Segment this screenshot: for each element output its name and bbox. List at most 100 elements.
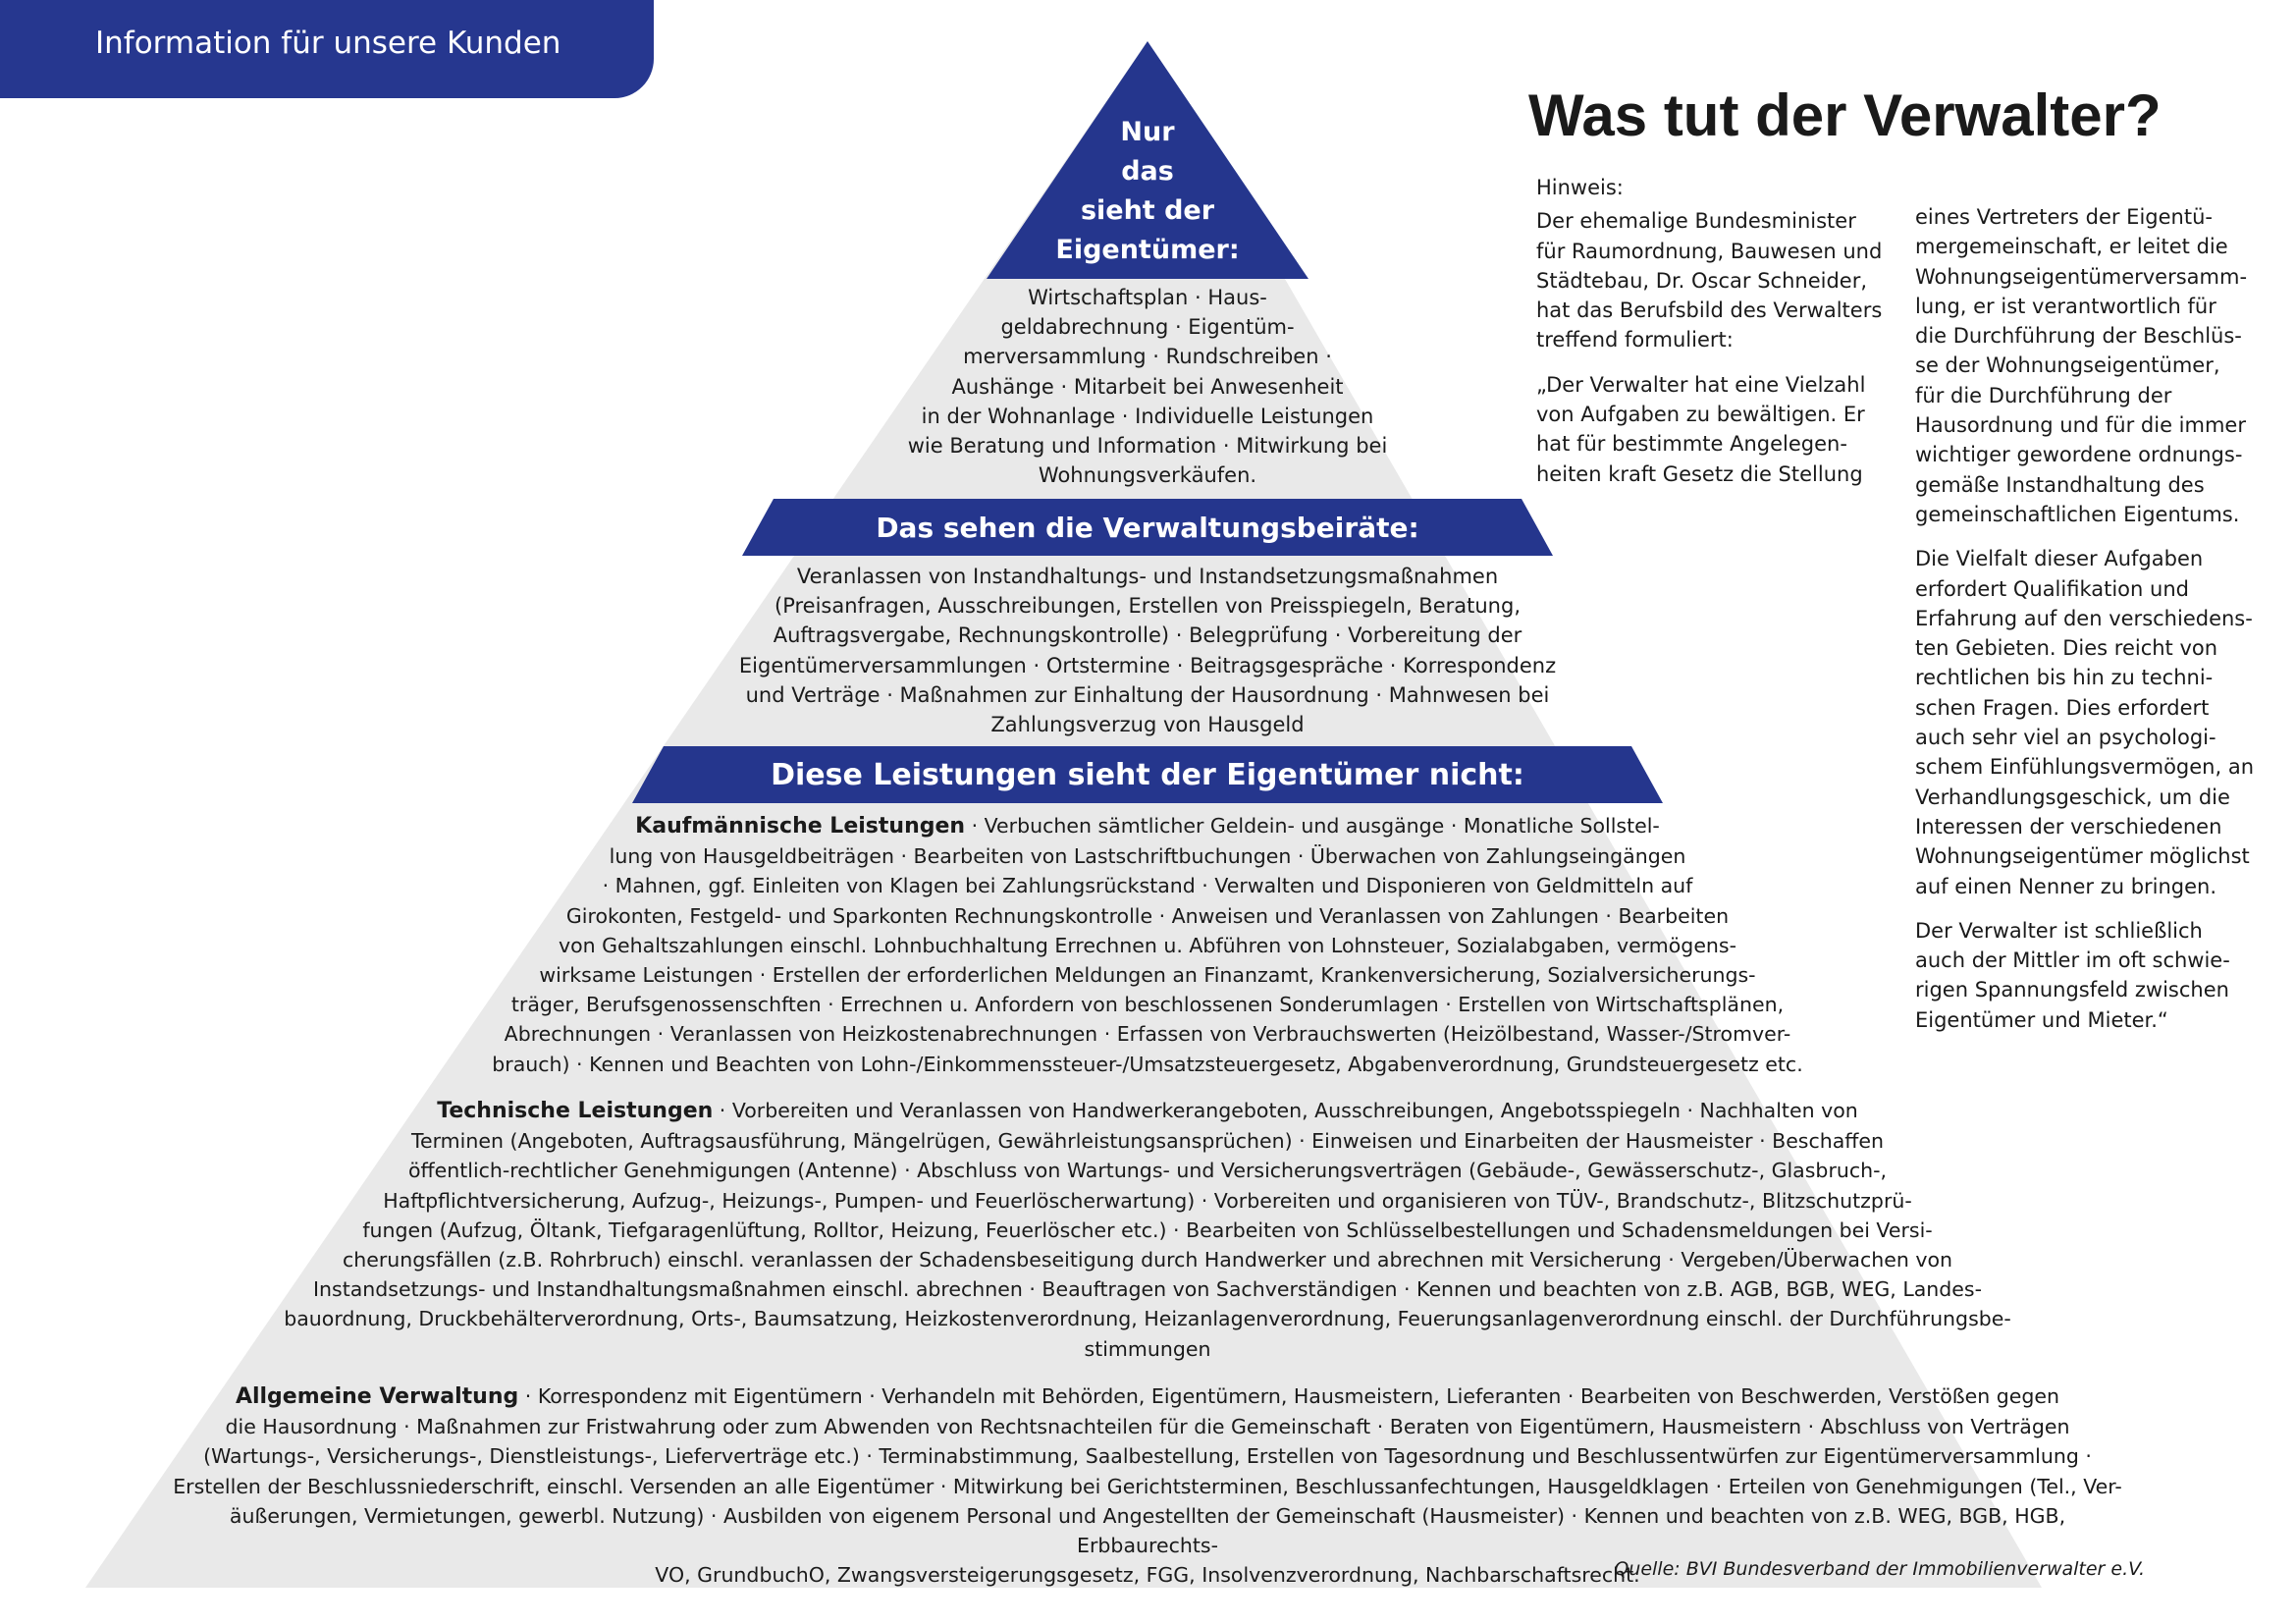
text-line: hat das Berufsbild des Verwalters xyxy=(1536,298,1883,323)
tier2-line: Auftragsvergabe, Rechnungskontrolle) · B… xyxy=(773,623,1522,648)
techn-first-line: Technische Leistungen · Vorbereiten und … xyxy=(264,1096,2031,1126)
techn-line: cherungsfällen (z.B. Rohrbruch) einschl.… xyxy=(342,1248,1953,1272)
article-paragraph: eines Vertreters der Eigentü- mergemeins… xyxy=(1915,202,2288,529)
header-label: Information für unsere Kunden xyxy=(95,26,561,61)
techn-heading: Technische Leistungen xyxy=(437,1099,714,1123)
text-line: „Der Verwalter hat eine Vielzahl xyxy=(1536,372,1866,397)
techn-line: Haftpflichtversicherung, Aufzug-, Heizun… xyxy=(383,1188,1912,1213)
kaufm-line: Abrechnungen · Veranlassen von Heizkoste… xyxy=(504,1022,1791,1047)
techn-section: Technische Leistungen · Vorbereiten und … xyxy=(264,1096,2031,1364)
text-line: heiten kraft Gesetz die Stellung xyxy=(1536,461,1863,486)
text-line: schem Einfühlungsvermögen, an xyxy=(1915,755,2255,780)
band3-label: Diese Leistungen sieht der Eigentümer ni… xyxy=(771,758,1524,792)
kaufm-heading: Kaufmännische Leistungen xyxy=(635,814,966,839)
text-line: ten Gebieten. Dies reicht von xyxy=(1915,636,2218,661)
tier1-line: geldabrechnung · Eigentüm- xyxy=(1000,315,1295,340)
text-line: lung, er ist verantwortlich für xyxy=(1915,294,2216,318)
text-line: eines Vertreters der Eigentü- xyxy=(1915,205,2213,229)
allg-first-line: Allgemeine Verwaltung · Korrespondenz mi… xyxy=(166,1381,2129,1412)
kaufm-section: Kaufmännische Leistungen · Verbuchen säm… xyxy=(411,811,1884,1079)
tier1-line: merversammlung · Rundschreiben · xyxy=(963,345,1332,369)
tier2-line: Eigentümerversammlungen · Ortstermine · … xyxy=(738,653,1557,677)
article-paragraph: Der ehemalige Bundesminister für Raumord… xyxy=(1536,206,1899,354)
tier2-line: und Verträge · Maßnahmen zur Einhaltung … xyxy=(745,682,1550,707)
text-line: Die Vielfalt dieser Aufgaben xyxy=(1915,547,2204,571)
allg-line: VO, GrundbuchO, Zwangsversteigerungsgese… xyxy=(655,1563,1640,1588)
techn-line: Terminen (Angeboten, Auftragsausführung,… xyxy=(410,1129,1885,1154)
text-line: rigen Spannungsfeld zwischen xyxy=(1915,978,2229,1002)
text-line: Wohnungseigentümer möglichst xyxy=(1915,844,2250,869)
text-line: gemäße Instandhaltung des xyxy=(1915,472,2205,497)
article-paragraph: Die Vielfalt dieser Aufgaben erfordert Q… xyxy=(1915,544,2288,901)
techn-line: fungen (Aufzug, Öltank, Tiefgaragenlüftu… xyxy=(362,1218,1933,1242)
text-line: wichtiger gewordene ordnungs- xyxy=(1915,443,2243,467)
kaufm-line: träger, Berufsgenossenschften · Errechne… xyxy=(510,993,1785,1017)
allg-first-text: · Korrespondenz mit Eigentümern · Verhan… xyxy=(518,1384,2060,1408)
text-line: Interessen der verschiedenen xyxy=(1915,814,2222,839)
tier1-text: Wirtschaftsplan · Haus- geldabrechnung ·… xyxy=(853,283,1442,490)
apex-line: das xyxy=(1121,156,1174,187)
text-line: auch sehr viel an psychologi- xyxy=(1915,726,2216,750)
kaufm-line: · Mahnen, ggf. Einleiten von Klagen bei … xyxy=(602,874,1693,898)
article-paragraph: Hinweis: xyxy=(1536,173,1899,202)
apex-line: Eigentümer: xyxy=(1055,235,1240,265)
allg-line: die Hausordnung · Maßnahmen zur Fristwah… xyxy=(225,1415,2070,1439)
kaufm-line: von Gehaltszahlungen einschl. Lohnbuchha… xyxy=(558,933,1737,957)
pyramid-apex xyxy=(987,41,1308,279)
band-verwaltungsbeiraete xyxy=(742,499,1553,556)
text-line: Städtebau, Dr. Oscar Schneider, xyxy=(1536,268,1868,293)
text-line: treffend formuliert: xyxy=(1536,328,1734,352)
tier1-line: Wirtschaftsplan · Haus- xyxy=(1028,286,1267,309)
article-paragraph: Der Verwalter ist schließlich auch der M… xyxy=(1915,916,2288,1035)
text-line: erfordert Qualifikation und xyxy=(1915,576,2189,601)
text-line: die Durchführung der Beschlüs- xyxy=(1915,324,2242,349)
text-line: Der Verwalter ist schließlich xyxy=(1915,918,2203,943)
text-line: Hausordnung und für die immer xyxy=(1915,413,2246,438)
text-line: Wohnungseigentümerversamm- xyxy=(1915,264,2248,289)
kaufm-line: lung von Hausgeldbeiträgen · Bearbeiten … xyxy=(609,844,1686,869)
kaufm-first-text: · Verbuchen sämtlicher Geldein- und ausg… xyxy=(965,814,1660,838)
text-line: Eigentümer und Mieter.“ xyxy=(1915,1007,2168,1032)
text-line: für die Durchführung der xyxy=(1915,383,2172,407)
kaufm-first-line: Kaufmännische Leistungen · Verbuchen säm… xyxy=(411,811,1884,841)
apex-line: sieht der xyxy=(1080,195,1215,226)
text-line: schen Fragen. Dies erfordert xyxy=(1915,695,2210,720)
allg-heading: Allgemeine Verwaltung xyxy=(235,1384,519,1409)
tier2-line: Veranlassen von Instandhaltungs- und Ins… xyxy=(796,565,1499,588)
techn-line: öffentlich-rechtlicher Genehmigungen (An… xyxy=(407,1159,1888,1183)
techn-first-text: · Vorbereiten und Veranlassen von Handwe… xyxy=(713,1099,1858,1122)
page-title: Was tut der Verwalter? xyxy=(1528,82,2162,148)
apex-text: Nur das sieht der Eigentümer: xyxy=(1010,113,1285,270)
tier1-line: wie Beratung und Information · Mitwirkun… xyxy=(907,434,1388,459)
techn-line: Instandsetzungs- und Instandhaltungsmaßn… xyxy=(312,1277,1982,1302)
apex-line: Nur xyxy=(1120,117,1175,147)
text-line: se der Wohnungseigentümer, xyxy=(1915,353,2220,378)
tier1-line: in der Wohnanlage · Individuelle Leistun… xyxy=(921,404,1374,428)
text-line: Verhandlungsgeschick, um die xyxy=(1915,785,2230,809)
article-paragraph: „Der Verwalter hat eine Vielzahl von Auf… xyxy=(1536,370,1899,489)
text-line: hat für bestimmte Angelegen- xyxy=(1536,432,1847,457)
band2-label: Das sehen die Verwaltungsbeiräte: xyxy=(876,512,1419,544)
source-citation: Quelle: BVI Bundesverband der Immobilien… xyxy=(1614,1558,2145,1580)
text-line: für Raumordnung, Bauwesen und xyxy=(1536,239,1883,263)
band-eigentuemer-nicht xyxy=(632,746,1663,803)
techn-line: bauordnung, Druckbehälterverordnung, Ort… xyxy=(284,1307,2011,1331)
kaufm-line: brauch) · Kennen und Beachten von Lohn-/… xyxy=(492,1052,1803,1076)
pyramid-background xyxy=(85,41,2042,1588)
tier2-text: Veranlassen von Instandhaltungs- und Ins… xyxy=(706,562,1589,739)
tier1-line: Aushänge · Mitarbeit bei Anwesenheit xyxy=(951,374,1344,399)
tier1-line: Wohnungsverkäufen. xyxy=(1038,463,1257,488)
text-line: Der ehemalige Bundesminister xyxy=(1536,209,1856,234)
kaufm-line: Girokonten, Festgeld- und Sparkonten Rec… xyxy=(565,903,1730,928)
allg-line: Erstellen der Beschlussniederschrift, ei… xyxy=(173,1474,2122,1498)
text-line: rechtlichen bis hin zu techni- xyxy=(1915,666,2214,690)
tier2-line: Zahlungsverzug von Hausgeld xyxy=(990,713,1305,737)
tier2-line: (Preisanfragen, Ausschreibungen, Erstell… xyxy=(774,594,1521,619)
article-right-column: eines Vertreters der Eigentü- mergemeins… xyxy=(1915,202,2288,1050)
allg-line: (Wartungs-, Versicherungs-, Dienstleistu… xyxy=(203,1444,2092,1469)
article-left-column: Hinweis: Der ehemalige Bundesminister fü… xyxy=(1536,173,1899,504)
techn-line: stimmungen xyxy=(1084,1336,1211,1361)
text-line: auch der Mittler im oft schwie- xyxy=(1915,948,2230,973)
text-line: Erfahrung auf den verschiedens- xyxy=(1915,606,2253,630)
text-line: gemeinschaftlichen Eigentums. xyxy=(1915,502,2240,526)
